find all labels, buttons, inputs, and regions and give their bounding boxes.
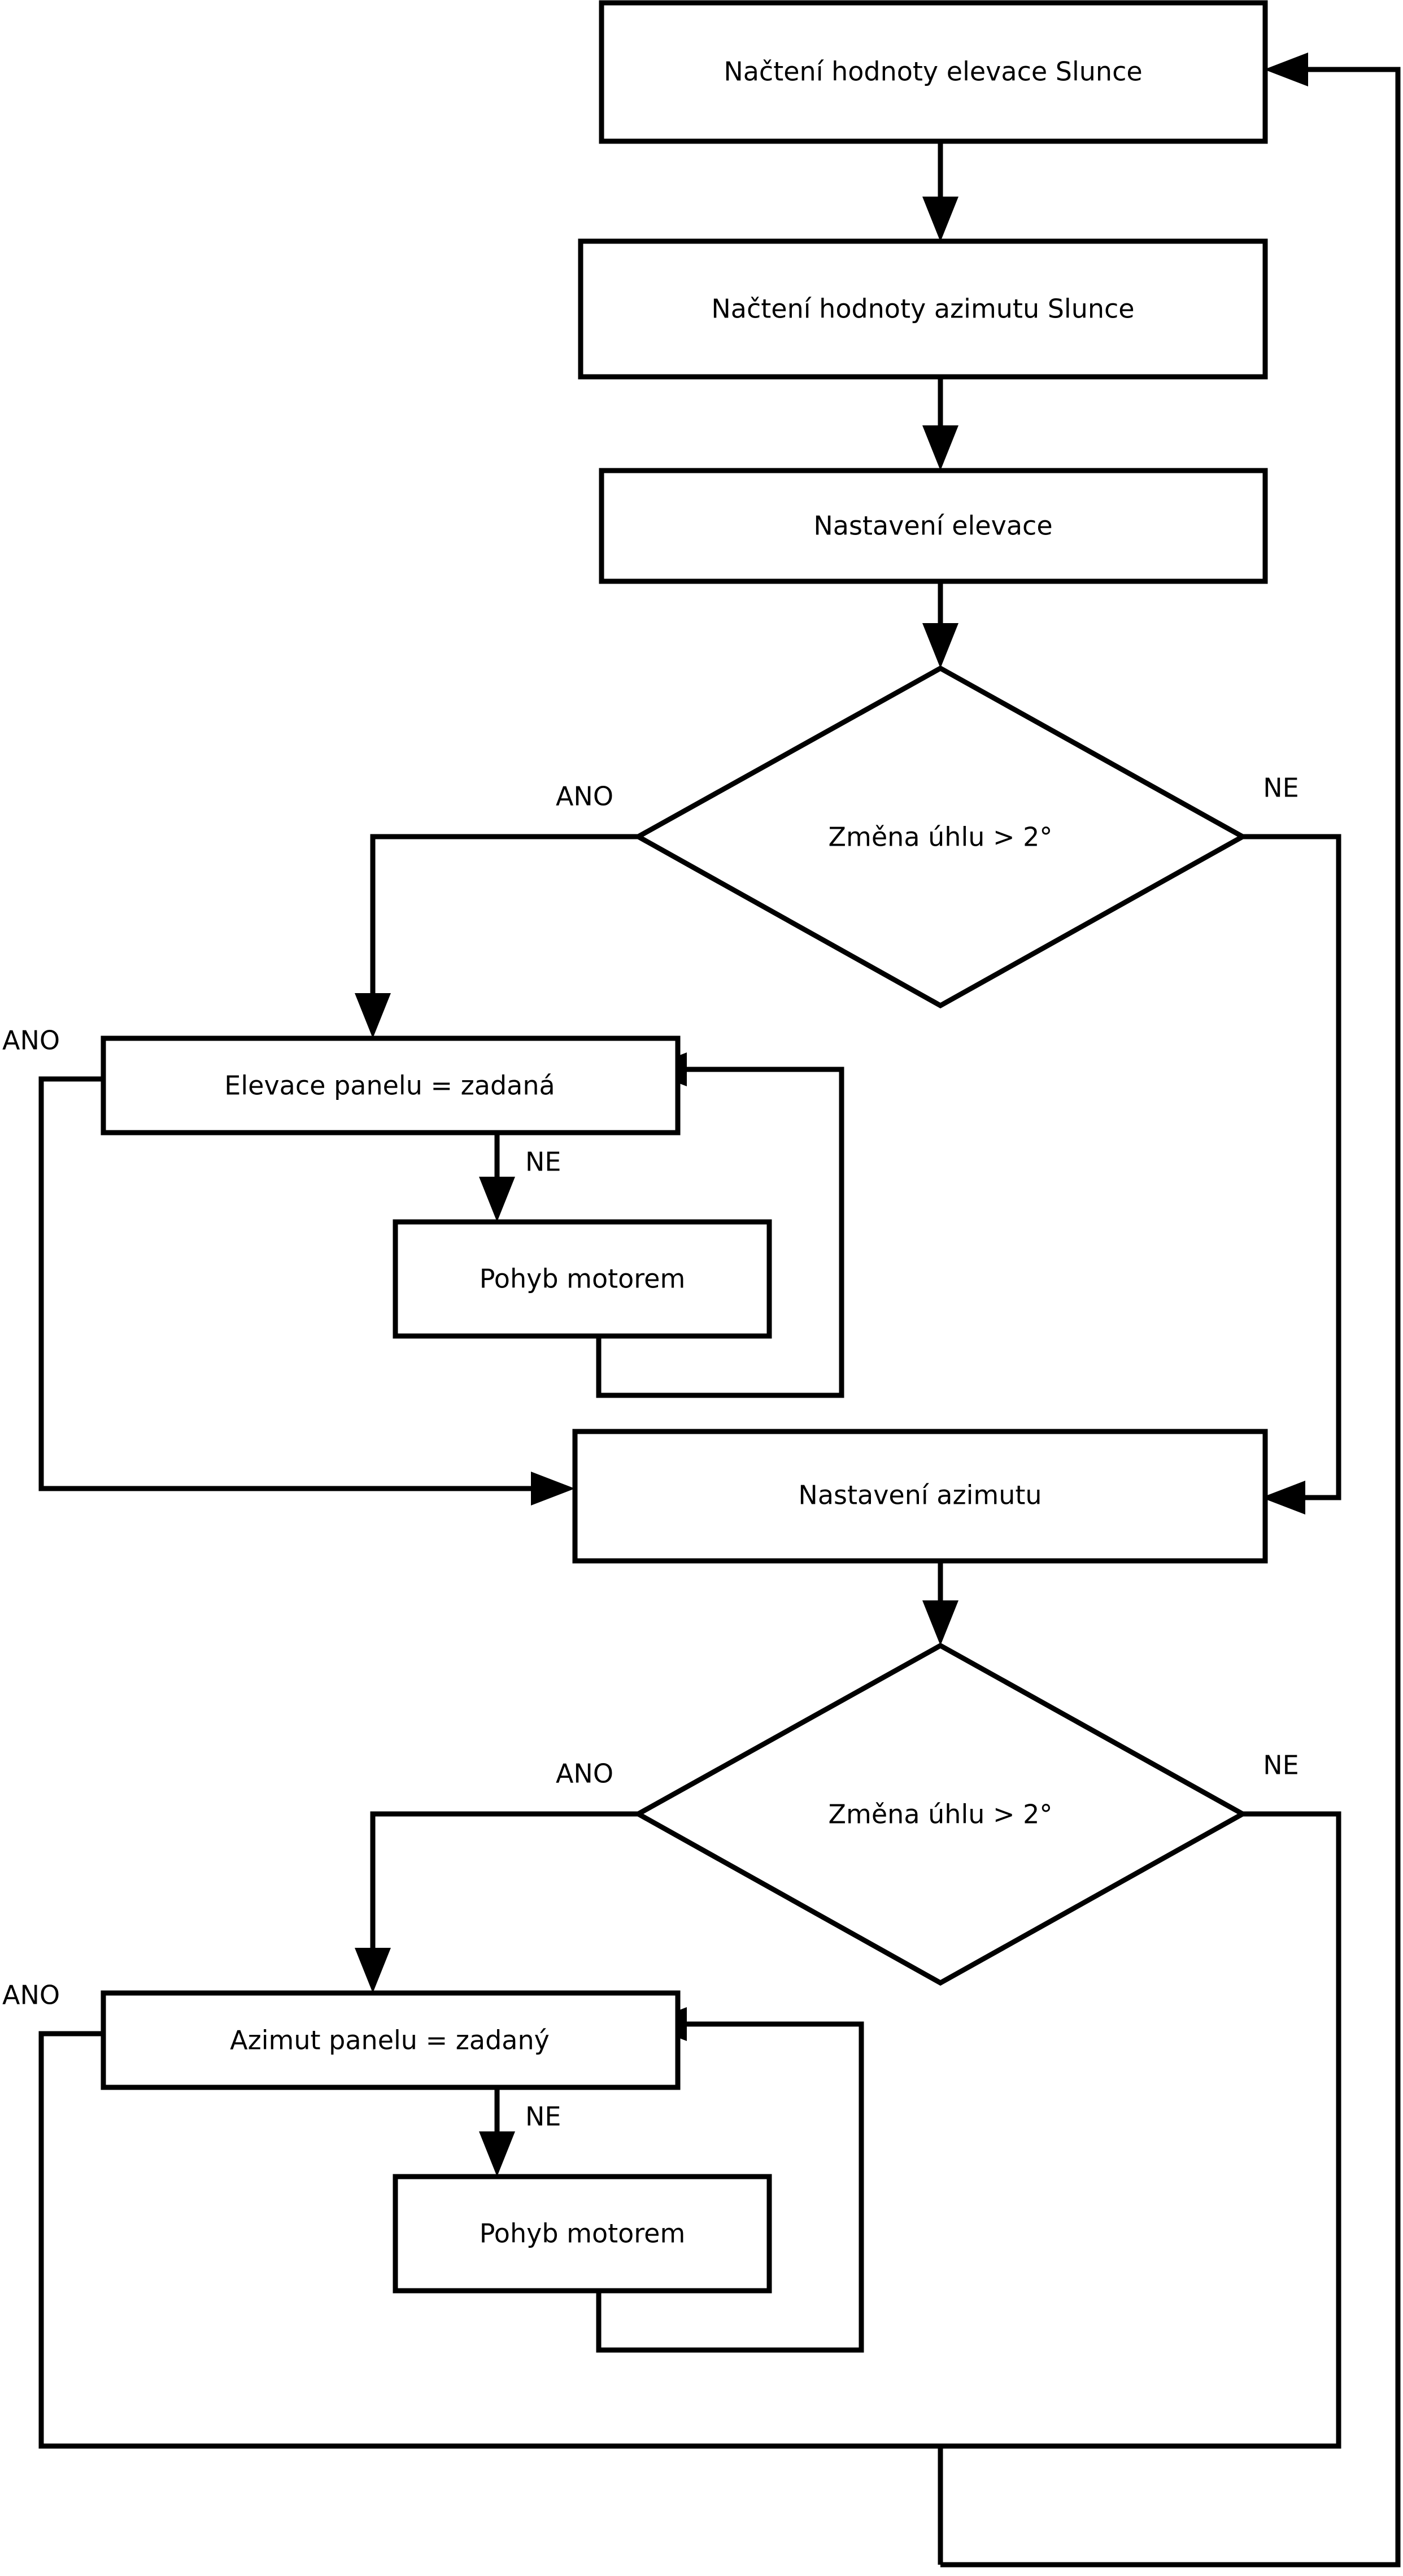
node-set-elevation[interactable]: Nastavení elevace	[599, 468, 1268, 584]
node-read-elevation-label: Načtení hodnoty elevace Slunce	[724, 56, 1142, 87]
node-set-elevation-label: Nastavení elevace	[813, 511, 1052, 541]
edge-label-decision-elevation-no: NE	[1263, 773, 1299, 803]
node-decision-elevation[interactable]: Změna úhlu > 2°	[633, 665, 1248, 1009]
node-panel-elevation-check[interactable]: Elevace panelu = zadaná	[101, 1035, 681, 1135]
edge-label-panel-elevation-no: NE	[525, 1147, 561, 1177]
edge-label-decision-elevation-yes: ANO	[556, 781, 613, 812]
edge-read-azimuth-to-set-elevation	[922, 377, 958, 471]
edge-label-panel-azimuth-no: NE	[525, 2101, 561, 2132]
node-decision-azimuth-label: Změna úhlu > 2°	[829, 1799, 1053, 1830]
edge-decision-azimuth-yes	[355, 1811, 638, 1993]
edge-panel-elevation-no	[479, 1133, 515, 1222]
node-panel-azimuth-check-label: Azimut panelu = zadaný	[230, 2025, 550, 2056]
node-set-azimuth[interactable]: Nastavení azimutu	[572, 1429, 1268, 1564]
edge-panel-azimuth-no	[479, 2087, 515, 2177]
edge-set-elevation-to-decision-elevation	[922, 581, 958, 668]
node-read-azimuth-label: Načtení hodnoty azimutu Slunce	[711, 294, 1134, 324]
edge-read-elevation-to-read-azimuth	[922, 141, 958, 242]
edge-set-azimuth-to-decision-azimuth	[922, 1561, 958, 1646]
node-motor-move-elevation[interactable]: Pohyb motorem	[393, 1219, 772, 1339]
node-motor-move-azimuth[interactable]: Pohyb motorem	[393, 2174, 772, 2294]
node-motor-move-azimuth-label: Pohyb motorem	[480, 2218, 686, 2249]
edge-main-loop-return	[940, 53, 1401, 2568]
node-set-azimuth-label: Nastavení azimutu	[798, 1480, 1042, 1511]
edge-label-panel-azimuth-yes: ANO	[2, 1980, 60, 2011]
edge-decision-elevation-yes	[355, 834, 638, 1038]
edge-label-decision-azimuth-yes: ANO	[556, 1759, 613, 1789]
node-panel-azimuth-check[interactable]: Azimut panelu = zadaný	[101, 1990, 681, 2090]
node-read-azimuth[interactable]: Načtení hodnoty azimutu Slunce	[578, 238, 1268, 380]
node-panel-elevation-check-label: Elevace panelu = zadaná	[224, 1071, 555, 1101]
edge-label-decision-azimuth-no: NE	[1263, 1750, 1299, 1781]
edge-decision-azimuth-no	[938, 1811, 1341, 2565]
node-decision-elevation-label: Změna úhlu > 2°	[829, 822, 1053, 852]
node-read-elevation[interactable]: Načtení hodnoty elevace Slunce	[599, 0, 1268, 144]
edge-panel-elevation-yes	[38, 1076, 575, 1505]
edge-panel-azimuth-yes	[38, 2031, 940, 2449]
edge-label-panel-elevation-yes: ANO	[2, 1025, 60, 1056]
edge-decision-elevation-no	[1243, 834, 1341, 1515]
node-motor-move-elevation-label: Pohyb motorem	[480, 1264, 686, 1294]
node-decision-azimuth[interactable]: Změna úhlu > 2°	[633, 1642, 1248, 1986]
